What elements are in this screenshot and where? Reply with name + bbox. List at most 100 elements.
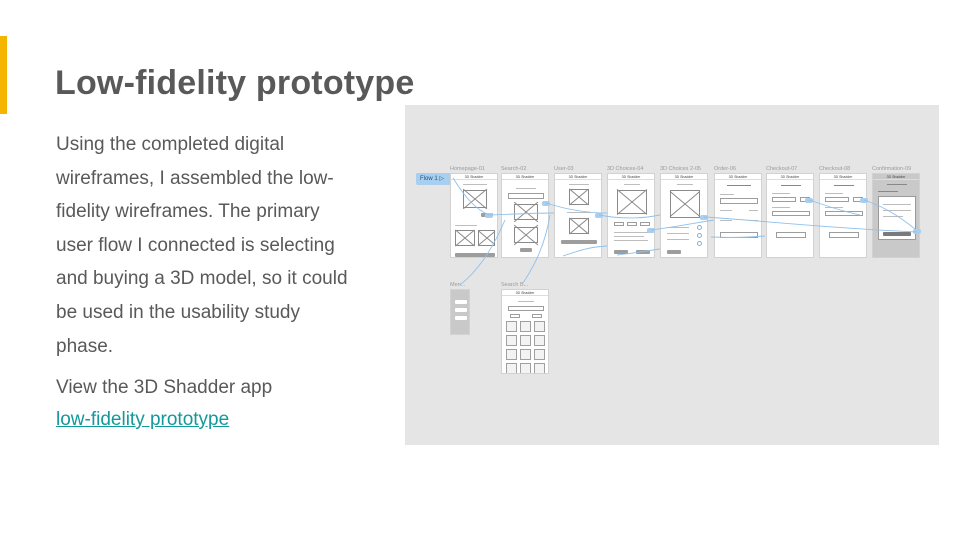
frame-header: 3D Shadder	[555, 174, 601, 180]
hotspot-marker[interactable]	[700, 215, 708, 220]
frame-search-b[interactable]: 3D Shadder	[501, 289, 549, 374]
placeholder-button	[636, 250, 650, 254]
image-placeholder	[455, 230, 475, 246]
text-line	[614, 236, 644, 237]
frame-search[interactable]: 3D Shadder	[501, 173, 549, 258]
text-line	[878, 191, 898, 192]
flow-label: Flow 1	[420, 176, 438, 182]
heading-line	[781, 185, 801, 186]
text-line	[720, 194, 734, 195]
placeholder-button	[520, 248, 532, 252]
field-box	[772, 197, 796, 202]
search-box	[508, 193, 544, 199]
hotspot-marker[interactable]	[860, 198, 868, 203]
radio-placeholder	[697, 233, 702, 238]
checkout-button-placeholder	[720, 232, 758, 238]
text-line	[883, 216, 903, 217]
grid-tile	[506, 349, 517, 360]
flow-start-chip[interactable]: Flow 1 ▷	[416, 173, 452, 185]
image-placeholder	[670, 190, 700, 218]
text-line	[518, 301, 534, 302]
placeholder-button	[883, 232, 911, 236]
image-placeholder	[569, 218, 589, 234]
text-line	[825, 193, 843, 194]
frame-label-order: Order-06	[714, 166, 737, 172]
hotspot-marker[interactable]	[913, 229, 921, 234]
field-box	[825, 197, 849, 202]
accent-bar	[0, 36, 7, 114]
frame-order[interactable]: 3D Shadder	[714, 173, 762, 258]
text-line	[614, 232, 650, 233]
frame-label-search: Search-02	[501, 166, 527, 172]
grid-tile	[520, 349, 531, 360]
image-placeholder	[617, 190, 647, 214]
continue-button-placeholder	[829, 232, 859, 238]
text-line	[667, 239, 689, 240]
heading-line	[834, 185, 854, 186]
text-line	[720, 210, 732, 211]
grid-tile	[534, 335, 545, 346]
frame-header: 3D Shadder	[502, 290, 548, 296]
grid-tile	[520, 321, 531, 332]
view-prefix: View the 3D Shadder app	[56, 377, 273, 398]
text-line	[614, 240, 648, 241]
placeholder-button	[667, 250, 681, 254]
heading-line	[455, 225, 477, 226]
hotspot-marker[interactable]	[542, 201, 550, 206]
hotspot-marker[interactable]	[805, 198, 813, 203]
hotspot-marker[interactable]	[485, 213, 493, 218]
image-placeholder	[514, 204, 538, 220]
placeholder-button	[455, 253, 495, 257]
slide-title: Low-fidelity prototype	[55, 64, 415, 102]
prototype-flow-canvas[interactable]: Flow 1 ▷ Homepage-01 Search-02 User-03 3…	[405, 105, 939, 445]
frame-checkout-08[interactable]: 3D Shadder	[819, 173, 867, 258]
slide-body-text: Using the completed digital wireframes, …	[56, 134, 348, 357]
text-line	[667, 233, 689, 234]
frame-menu[interactable]	[450, 289, 470, 335]
image-placeholder	[514, 227, 538, 243]
field-box	[772, 211, 810, 216]
frame-label-3d-choices: 3D Choices-04	[607, 166, 644, 172]
field-box	[720, 198, 758, 204]
radio-placeholder	[697, 225, 702, 230]
frame-label-checkout-08: Checkout-08	[819, 166, 851, 172]
grid-tile	[534, 349, 545, 360]
frame-header: 3D Shadder	[820, 174, 866, 180]
text-line	[883, 204, 911, 205]
search-box	[508, 306, 544, 311]
heading-line	[887, 184, 907, 185]
text-line	[567, 212, 591, 213]
grid-tile	[506, 335, 517, 346]
hotspot-marker[interactable]	[595, 213, 603, 218]
heading-line	[463, 184, 487, 185]
field-box	[825, 211, 863, 216]
frame-confirmation[interactable]: 3D Shadder	[872, 173, 920, 258]
image-placeholder	[569, 189, 589, 205]
frame-label-menu: Men...	[450, 282, 466, 288]
text-line	[772, 207, 790, 208]
grid-tile	[506, 321, 517, 332]
filter-box	[532, 314, 542, 318]
text-line	[624, 184, 640, 185]
view-prototype-text: View the 3D Shadder app low-fidelity pro…	[56, 372, 356, 436]
frame-label-checkout-07: Checkout-07	[766, 166, 798, 172]
frame-header: 3D Shadder	[873, 174, 919, 180]
text-line	[516, 188, 536, 189]
hotspot-marker[interactable]	[647, 228, 655, 233]
menu-item-placeholder	[455, 300, 467, 304]
frame-label-homepage: Homepage-01	[450, 166, 485, 172]
frame-label-3d-choices-2: 3D Choices 2-05	[660, 166, 701, 172]
frame-checkout-07[interactable]: 3D Shadder	[766, 173, 814, 258]
frame-header: 3D Shadder	[608, 174, 654, 180]
frame-header: 3D Shadder	[715, 174, 761, 180]
text-line	[772, 193, 790, 194]
menu-item-placeholder	[455, 316, 467, 320]
prototype-link[interactable]: low-fidelity prototype	[56, 409, 230, 430]
text-line	[749, 220, 758, 221]
continue-button-placeholder	[776, 232, 806, 238]
frame-3d-choices[interactable]: 3D Shadder	[607, 173, 655, 258]
frame-header: 3D Shadder	[661, 174, 707, 180]
text-line	[667, 227, 689, 228]
radio-placeholder	[697, 241, 702, 246]
text-line	[569, 184, 589, 185]
